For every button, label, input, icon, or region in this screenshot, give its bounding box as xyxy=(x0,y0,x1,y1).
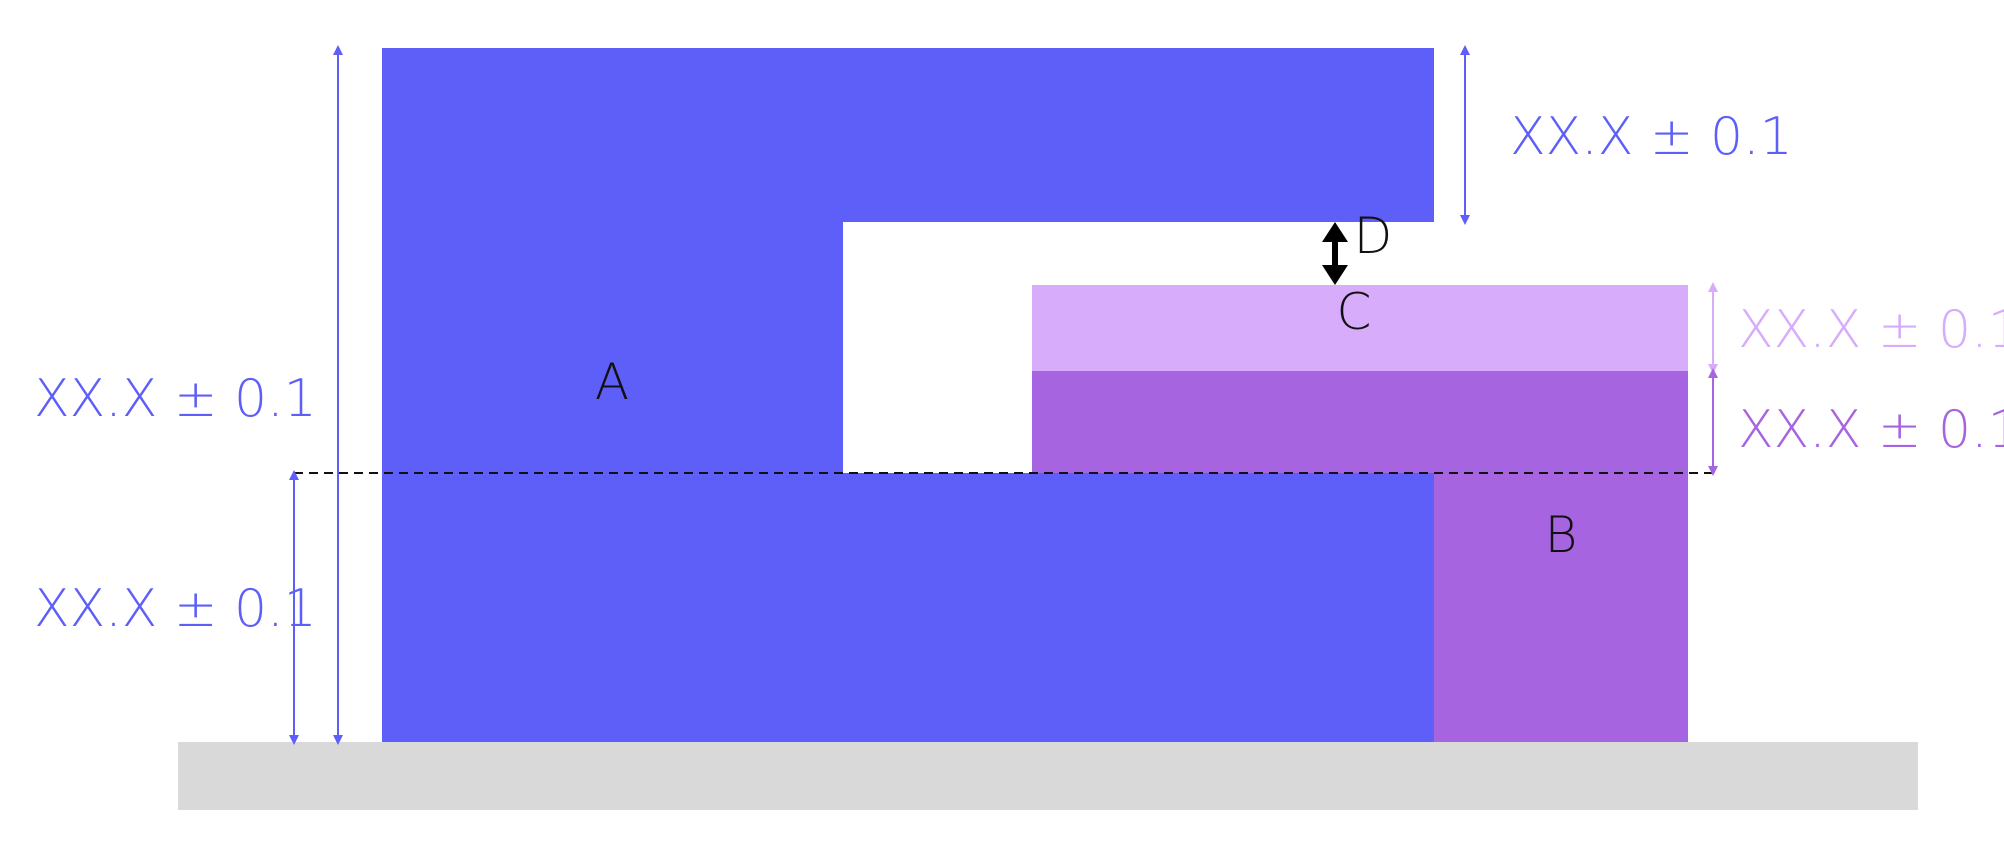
gap-d-arrow xyxy=(1322,222,1348,285)
dim-lower-height: XX.X ± 0.1 xyxy=(34,579,317,639)
dim-top-right: XX.X ± 0.1 xyxy=(1510,107,1793,167)
label-part-d: D xyxy=(1354,207,1393,265)
part-a xyxy=(382,48,1434,742)
label-part-c: C xyxy=(1337,283,1372,341)
dim-c-thickness: XX.X ± 0.1 xyxy=(1738,300,2004,360)
dim-b-upper: XX.X ± 0.1 xyxy=(1738,400,2004,460)
label-part-b: B xyxy=(1545,506,1578,564)
part-b xyxy=(1032,371,1688,742)
dim-overall-height: XX.X ± 0.1 xyxy=(34,369,317,429)
base-plate xyxy=(178,742,1918,810)
label-part-a: A xyxy=(595,353,629,411)
part-c xyxy=(1032,285,1688,371)
